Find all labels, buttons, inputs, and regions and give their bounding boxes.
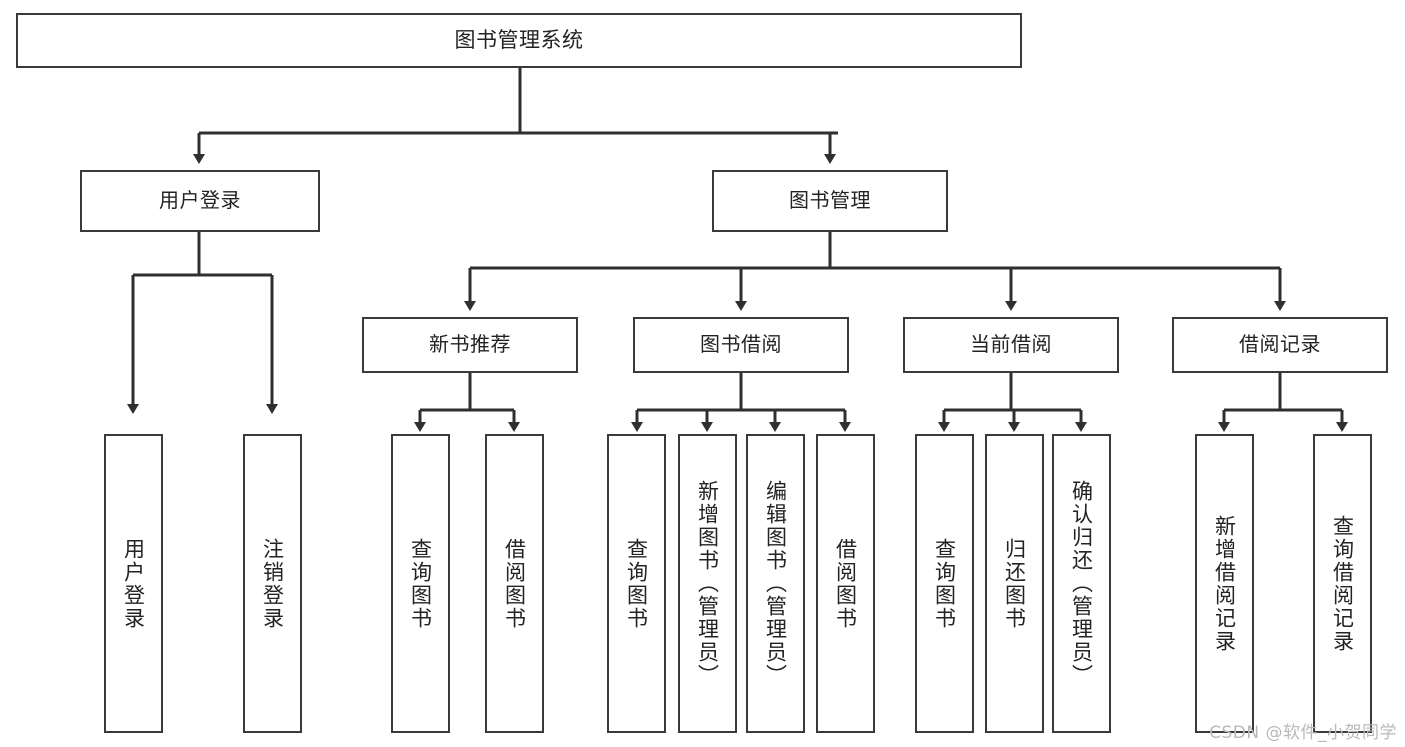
node-leaf-query-book-1[interactable]: 查询图书 xyxy=(391,434,450,733)
node-leaf-add-record-label: 新增借阅记录 xyxy=(1212,514,1237,653)
node-leaf-borrow-book-1-label: 借阅图书 xyxy=(502,537,527,630)
node-book-manage-label: 图书管理 xyxy=(789,188,871,213)
node-root-label: 图书管理系统 xyxy=(454,28,584,53)
node-leaf-query-record-label: 查询借阅记录 xyxy=(1330,514,1355,653)
node-leaf-edit-book[interactable]: 编辑图书（管理员） xyxy=(746,434,805,733)
node-leaf-borrow-book-1[interactable]: 借阅图书 xyxy=(485,434,544,733)
node-leaf-user-login-label: 用户登录 xyxy=(121,537,146,630)
node-leaf-user-login[interactable]: 用户登录 xyxy=(104,434,163,733)
node-leaf-query-book-1-label: 查询图书 xyxy=(408,537,433,630)
node-leaf-query-record[interactable]: 查询借阅记录 xyxy=(1313,434,1372,733)
node-leaf-query-book-2[interactable]: 查询图书 xyxy=(607,434,666,733)
node-leaf-add-book-label: 新增图书（管理员） xyxy=(695,480,720,687)
node-leaf-query-book-2-label: 查询图书 xyxy=(624,537,649,630)
node-user-login[interactable]: 用户登录 xyxy=(80,170,320,232)
node-leaf-query-book-3[interactable]: 查询图书 xyxy=(915,434,974,733)
node-leaf-borrow-book-2[interactable]: 借阅图书 xyxy=(816,434,875,733)
node-leaf-user-logout-label: 注销登录 xyxy=(260,537,285,630)
node-book-manage[interactable]: 图书管理 xyxy=(712,170,948,232)
node-leaf-add-record[interactable]: 新增借阅记录 xyxy=(1195,434,1254,733)
node-leaf-confirm-return-label: 确认归还（管理员） xyxy=(1069,480,1094,687)
node-new-book-rec-label: 新书推荐 xyxy=(429,332,511,357)
node-leaf-edit-book-label: 编辑图书（管理员） xyxy=(763,480,788,687)
node-borrow-record[interactable]: 借阅记录 xyxy=(1172,317,1388,373)
node-borrow-record-label: 借阅记录 xyxy=(1239,332,1321,357)
node-book-borrow-label: 图书借阅 xyxy=(700,332,782,357)
node-leaf-add-book[interactable]: 新增图书（管理员） xyxy=(678,434,737,733)
node-leaf-confirm-return[interactable]: 确认归还（管理员） xyxy=(1052,434,1111,733)
node-leaf-query-book-3-label: 查询图书 xyxy=(932,537,957,630)
node-leaf-return-book-label: 归还图书 xyxy=(1002,537,1027,630)
node-current-borrow[interactable]: 当前借阅 xyxy=(903,317,1119,373)
node-leaf-return-book[interactable]: 归还图书 xyxy=(985,434,1044,733)
watermark-text: CSDN @软件_小贺同学 xyxy=(1209,723,1397,743)
node-leaf-user-logout[interactable]: 注销登录 xyxy=(243,434,302,733)
node-root[interactable]: 图书管理系统 xyxy=(16,13,1022,68)
node-user-login-label: 用户登录 xyxy=(159,188,241,213)
node-leaf-borrow-book-2-label: 借阅图书 xyxy=(833,537,858,630)
node-new-book-rec[interactable]: 新书推荐 xyxy=(362,317,578,373)
node-current-borrow-label: 当前借阅 xyxy=(970,332,1052,357)
node-book-borrow[interactable]: 图书借阅 xyxy=(633,317,849,373)
